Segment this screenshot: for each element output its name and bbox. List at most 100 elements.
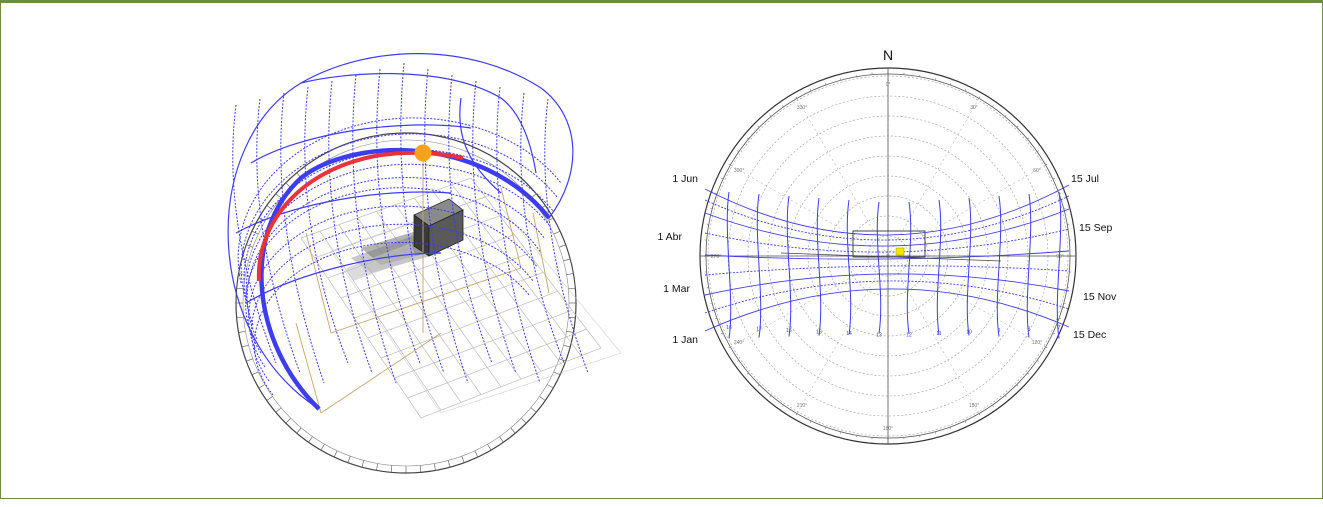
day-curve: [704, 280, 1070, 314]
day-curves: [704, 184, 1070, 332]
outer-tick: [1058, 317, 1065, 321]
dome-meridian: [328, 80, 373, 374]
outer-tick: [793, 93, 798, 99]
outer-tick: [766, 395, 772, 401]
azimuth-ray: [730, 255, 889, 348]
tick: [241, 258, 249, 262]
outer-tick: [711, 317, 718, 321]
tick: [447, 460, 451, 468]
tick: [461, 456, 465, 463]
outer-tick: [839, 431, 842, 438]
tick: [521, 418, 527, 424]
outer-tick: [702, 223, 709, 225]
outer-tick: [706, 207, 713, 210]
hour-label: 16: [786, 328, 792, 334]
outer-tick: [1058, 191, 1065, 195]
dome-ridge: [235, 191, 452, 234]
hour-curve: [936, 199, 942, 335]
azimuth-label: 0°: [886, 82, 891, 88]
tick: [546, 384, 554, 389]
outer-tick: [754, 384, 760, 390]
tick: [390, 465, 393, 473]
outer-tick: [766, 111, 772, 117]
outer-tick: [934, 74, 937, 81]
azimuth-ray: [887, 164, 1046, 257]
date-label-15-sep: 15 Sep: [1079, 222, 1112, 234]
hour-curve: [846, 199, 852, 335]
hour-label: 15: [816, 329, 822, 335]
hour-label: 10: [966, 329, 972, 335]
azimuth-label: 330°: [797, 105, 807, 111]
outer-tick: [839, 74, 842, 81]
compass-tick-ring: [236, 139, 576, 473]
outer-tick: [1027, 372, 1033, 378]
outer-tick: [733, 147, 740, 152]
outer-tick: [823, 426, 827, 433]
outer-tick: [754, 122, 760, 128]
hour-label: 17: [756, 326, 762, 332]
tick: [246, 358, 253, 362]
outer-tick: [1045, 161, 1051, 166]
outer-tick: [717, 176, 724, 180]
grid-line: [338, 224, 462, 403]
date-label-15-dec: 15 Dec: [1073, 329, 1106, 341]
tick: [563, 258, 571, 262]
hour-curves: [726, 191, 1062, 339]
outer-tick: [949, 426, 953, 433]
dome-band: [240, 133, 558, 298]
shadow-line: [780, 252, 1002, 262]
hour-label: 14: [846, 331, 852, 337]
dome-meridian: [232, 104, 277, 364]
tick: [347, 456, 351, 463]
date-label-15-nov: 15 Nov: [1083, 291, 1117, 303]
outer-tick: [700, 239, 707, 241]
outer-tick: [1027, 134, 1033, 140]
dome-meridian: [472, 80, 517, 374]
tick: [238, 330, 246, 333]
outer-tick: [855, 70, 857, 77]
outer-tick: [1067, 287, 1074, 289]
outer-tick: [706, 302, 713, 305]
tick: [285, 418, 291, 424]
day-curve: [704, 195, 1070, 241]
sunpath-dome-frame: [227, 53, 574, 410]
hour-curve: [1056, 191, 1062, 339]
outer-tick: [823, 79, 827, 86]
day-curve: [704, 288, 1070, 332]
tick: [559, 358, 566, 362]
tick: [433, 463, 436, 471]
dome-meridian: [352, 74, 397, 384]
tick: [539, 396, 546, 401]
tick: [487, 443, 492, 451]
tick: [258, 384, 266, 389]
tick: [566, 330, 574, 333]
azimuth-ray: [887, 98, 980, 257]
outer-tick: [949, 79, 953, 86]
tick: [559, 244, 566, 248]
north-label: N: [883, 47, 893, 63]
day-curve: [704, 250, 1070, 260]
outer-tick: [1052, 176, 1059, 180]
ground-grid: [300, 177, 622, 419]
grid-line: [340, 234, 515, 299]
tick: [376, 463, 379, 471]
projection-lines: [295, 153, 550, 414]
outer-tick: [808, 85, 812, 92]
dome-band: [243, 148, 554, 312]
dome-meridian: [520, 92, 565, 364]
azimuth-labels: 0°30°60°90°120°150°180°210°240°270°300°3…: [711, 82, 1064, 432]
outer-tick: [992, 101, 997, 108]
tick: [320, 443, 325, 451]
outer-tick: [725, 161, 731, 166]
tick: [258, 217, 266, 222]
azimuth-label: 300°: [734, 168, 744, 174]
tick: [566, 273, 574, 276]
outer-tick: [855, 435, 857, 442]
sunpath-3d-diagram: [227, 53, 622, 474]
grid-line: [451, 184, 582, 356]
grid-line: [319, 231, 442, 411]
outer-tick: [1069, 239, 1076, 241]
day-curve: [704, 208, 1070, 247]
tick: [553, 371, 561, 376]
